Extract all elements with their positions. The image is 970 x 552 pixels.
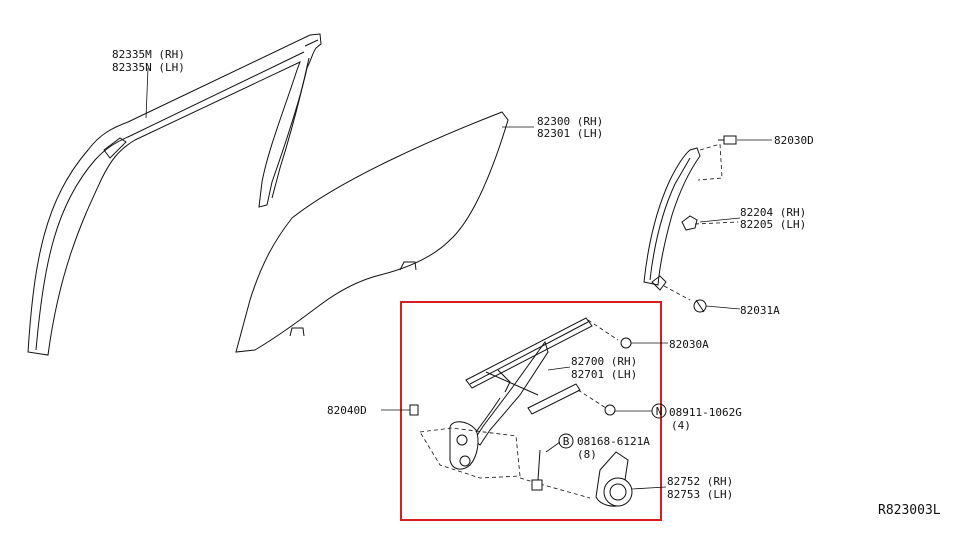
callout-sash-rh: 82335M (RH) — [112, 48, 185, 61]
window-glass — [235, 111, 509, 353]
callout-glass-rh: 82300 (RH) — [537, 115, 603, 128]
callout-bolt-left: 82040D — [327, 404, 367, 417]
callout-bolt-top: 82030D — [774, 134, 814, 147]
bolt-badge-letter: B — [563, 435, 570, 448]
regulator-motor — [595, 451, 633, 507]
callout-guide-lh: 82205 (LH) — [740, 218, 806, 231]
callout-bolt-part: 08168-6121A — [577, 435, 650, 448]
bolt-82030A-icon — [620, 337, 632, 349]
door-sash — [27, 33, 322, 356]
callout-nut-part: 08911-1062G — [669, 406, 742, 419]
callout-motor-lh: 82753 (LH) — [667, 488, 733, 501]
rear-guide-channel — [643, 147, 701, 291]
bolt-08168-icon — [531, 449, 543, 491]
callout-regulator-rh: 82700 (RH) — [571, 355, 637, 368]
nut-badge-letter: N — [656, 405, 663, 418]
figure-code: R823003L — [878, 503, 941, 518]
bolt-82030D-icon — [718, 135, 737, 145]
callout-regulator-lh: 82701 (LH) — [571, 368, 637, 381]
bolt-82040D-icon — [409, 404, 419, 416]
callout-glass-lh: 82301 (LH) — [537, 127, 603, 140]
callout-guide-rh: 82204 (RH) — [740, 206, 806, 219]
clip-82031A-icon — [693, 299, 707, 313]
highlight-box — [400, 301, 662, 521]
nut-badge: N — [651, 403, 667, 419]
callout-bolt-qty: (8) — [577, 448, 597, 461]
nut-08911-icon — [604, 404, 616, 416]
callout-sash-lh: 82335N (LH) — [112, 61, 185, 74]
callout-nut-qty: (4) — [671, 419, 691, 432]
callout-motor-rh: 82752 (RH) — [667, 475, 733, 488]
bolt-badge: B — [558, 433, 574, 449]
window-regulator — [449, 317, 593, 470]
callout-bolt-mid: 82030A — [669, 338, 709, 351]
callout-clip: 82031A — [740, 304, 780, 317]
